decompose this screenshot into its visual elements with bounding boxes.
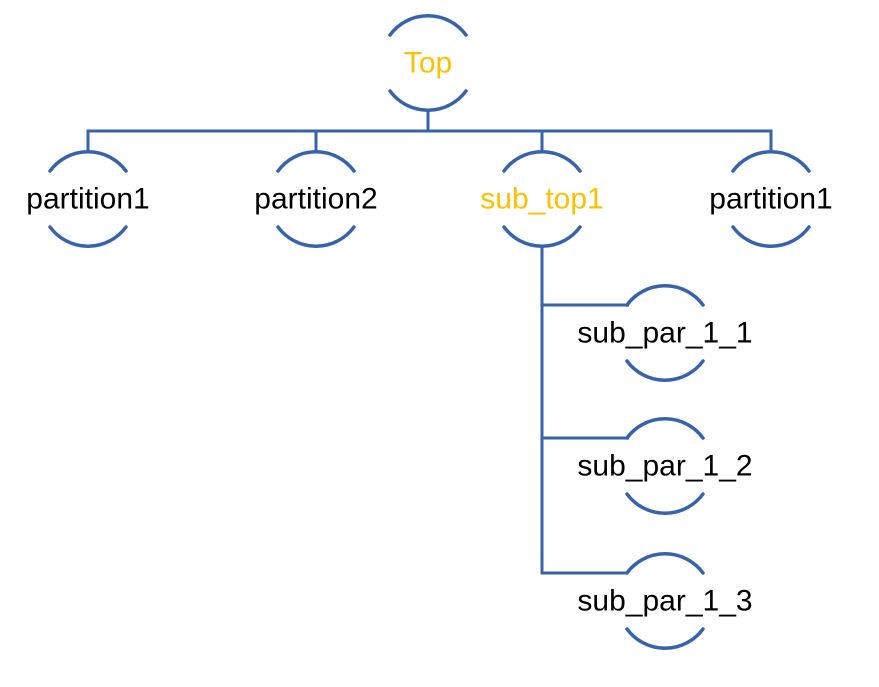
node-partition2-label: partition2: [254, 183, 377, 216]
node-sub-par-1-3-arc-upper: [625, 552, 705, 575]
node-partition2: partition2: [254, 150, 378, 248]
node-partition1-left-arc-upper: [48, 150, 128, 173]
node-partition1-right: partition1: [709, 150, 833, 248]
connector-main-rail: [86, 129, 773, 152]
node-top-arc-upper: [388, 14, 468, 37]
node-sub-par-1-2-arc-upper: [625, 417, 705, 440]
node-sub-top1-label: sub_top1: [480, 183, 603, 216]
node-partition1-left-arc-lower: [48, 225, 128, 248]
node-sub-par-1-2-label: sub_par_1_2: [577, 450, 752, 483]
connector-subtree-trunk: [540, 246, 627, 575]
node-sub-par-1-3: sub_par_1_3: [577, 552, 753, 650]
node-partition2-arc-upper: [276, 150, 356, 173]
node-sub-top1-arc-upper: [502, 150, 582, 173]
node-sub-par-1-3-label: sub_par_1_3: [577, 585, 752, 618]
node-partition1-right-arc-upper: [731, 150, 811, 173]
node-partition2-arc-lower: [276, 225, 356, 248]
node-sub-top1: sub_top1: [480, 150, 604, 248]
node-partition1-right-arc-lower: [731, 225, 811, 248]
node-partition1-left-label: partition1: [26, 183, 149, 216]
node-partition1-right-label: partition1: [709, 183, 832, 216]
node-top: Top: [388, 14, 468, 112]
node-sub-top1-arc-lower: [502, 225, 582, 248]
node-partition1-left: partition1: [26, 150, 150, 248]
node-sub-par-1-1: sub_par_1_1: [577, 284, 753, 382]
node-sub-par-1-1-arc-lower: [625, 359, 705, 382]
node-sub-par-1-1-label: sub_par_1_1: [577, 317, 752, 350]
node-sub-par-1-1-arc-upper: [625, 284, 705, 307]
node-sub-par-1-2: sub_par_1_2: [577, 417, 753, 515]
node-sub-par-1-2-arc-lower: [625, 492, 705, 515]
node-top-label: Top: [404, 47, 452, 80]
node-top-arc-lower: [388, 89, 468, 112]
connector-lines: [86, 109, 773, 575]
node-sub-par-1-3-arc-lower: [625, 627, 705, 650]
